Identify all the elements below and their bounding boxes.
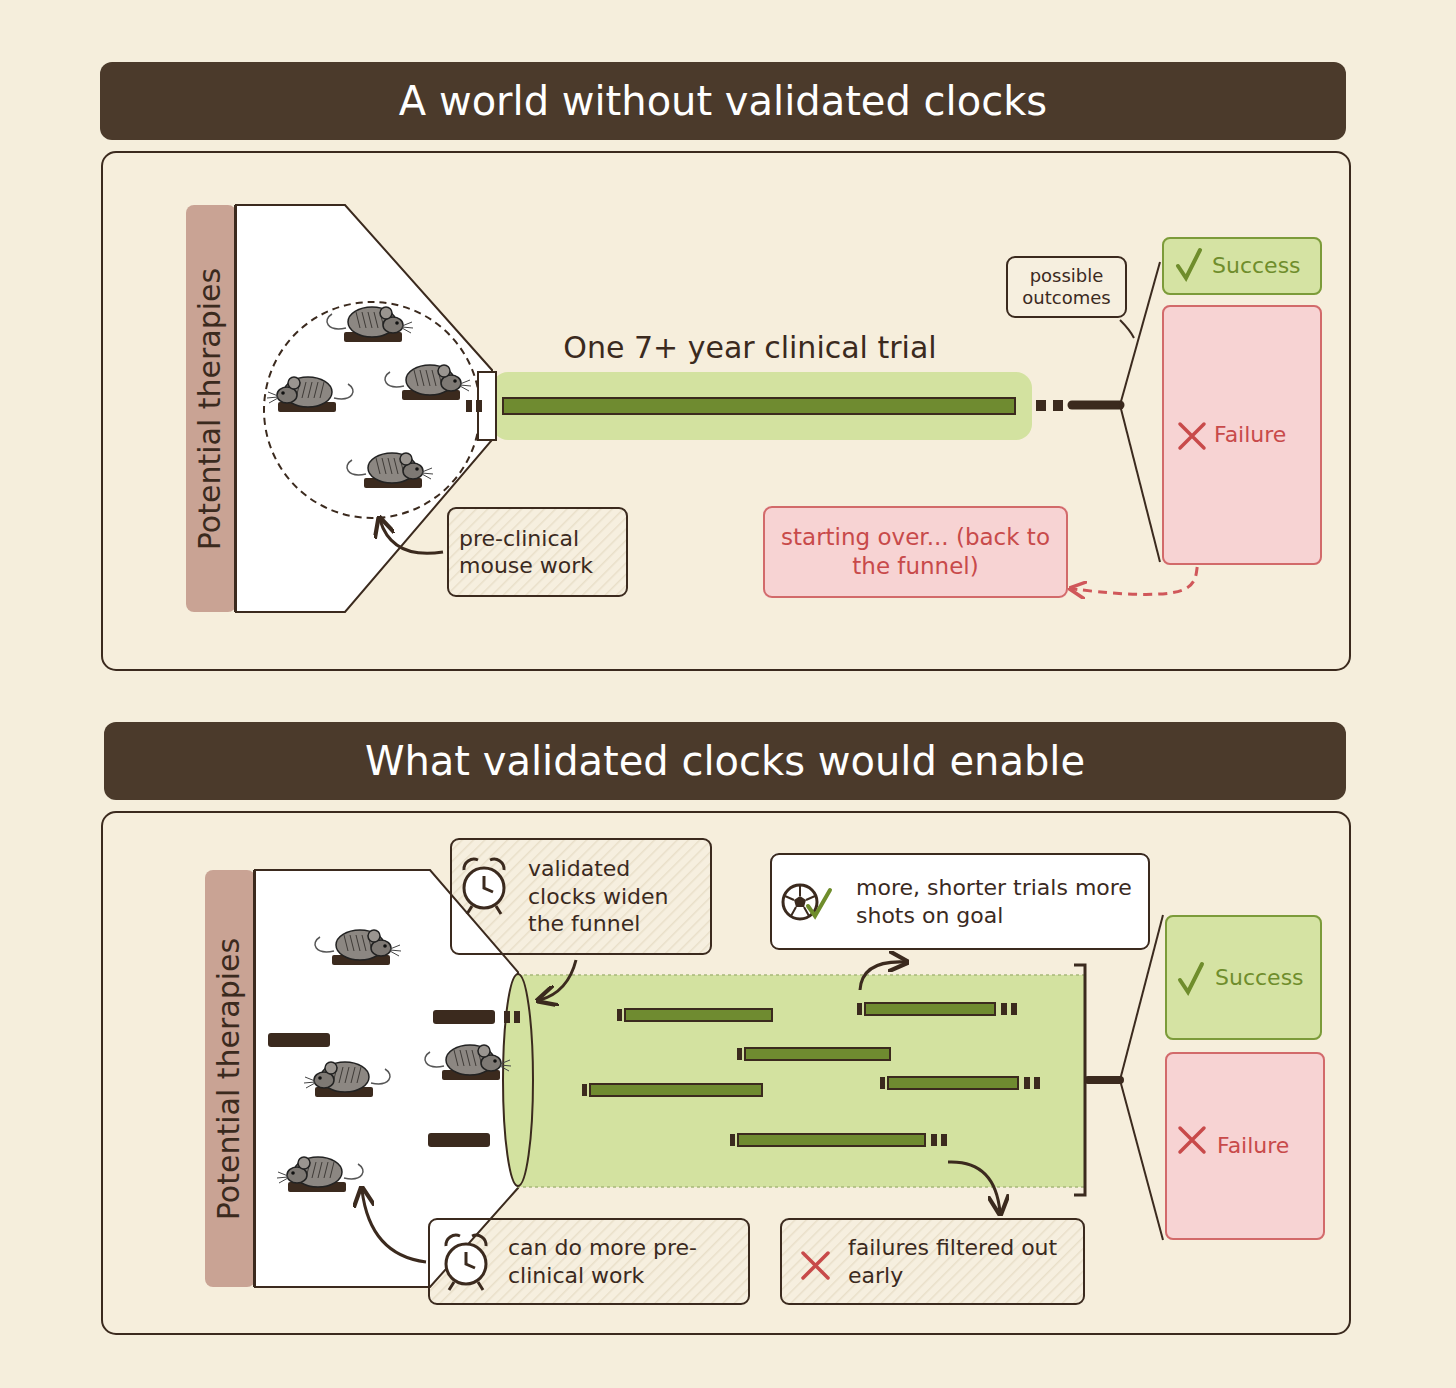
box-fill — [1162, 305, 1322, 565]
box-fill — [1006, 256, 1127, 318]
node-text: A world without validated clocks — [399, 76, 1047, 126]
node-text: Failure — [1214, 421, 1320, 449]
title-band: A world without validated clocks — [100, 62, 1346, 140]
box-fill — [770, 853, 1150, 950]
category-band: Potential therapies — [186, 205, 236, 612]
dash — [1053, 400, 1063, 411]
clock-icon — [446, 1235, 486, 1290]
bracket — [1074, 965, 1085, 1195]
trial-bar — [503, 398, 1015, 414]
node-text: What validated clocks would enable — [365, 736, 1085, 786]
leader-line — [1120, 320, 1134, 338]
node-text: One 7+ year clinical trial — [530, 329, 970, 367]
leader-arrow — [948, 1162, 1000, 1212]
panel — [102, 152, 1350, 670]
outcome-box: Success — [1165, 915, 1322, 1040]
panel — [102, 812, 1350, 1334]
category-band: Potential therapies — [205, 870, 255, 1287]
node-text: possible outcomes — [1014, 265, 1119, 310]
check-icon — [1178, 250, 1202, 992]
connector-stub — [1088, 1076, 1120, 1084]
outcome-box: Success — [1162, 237, 1322, 295]
outcome-box: Failure — [1165, 1052, 1325, 1240]
node-text: Success — [1215, 964, 1320, 992]
dash — [433, 1010, 495, 1024]
node-text: validated clocks widen the funnel — [528, 855, 700, 938]
callout-box: possible outcomes — [1006, 256, 1127, 318]
leader-arrow — [860, 962, 905, 990]
box-fill — [100, 62, 1346, 140]
callout-box: failures filtered out early — [780, 1218, 1085, 1305]
leader-arrow — [362, 1190, 426, 1262]
dash — [466, 400, 472, 412]
cross-icon — [1180, 424, 1204, 1152]
node-text: pre-clinical mouse work — [459, 525, 616, 580]
dashed-arrow — [1072, 567, 1197, 594]
dash — [504, 1011, 510, 1023]
ball-icon — [783, 885, 830, 919]
title-band: What validated clocks would enable — [104, 722, 1346, 800]
box-fills — [100, 62, 1346, 1305]
short-trials — [582, 1003, 1040, 1146]
callout-box: validated clocks widen the funnel — [450, 838, 712, 955]
restart-box: starting over... (back to the funnel) — [763, 506, 1068, 598]
callout-box: pre-clinical mouse work — [447, 507, 628, 597]
trial-tube — [518, 975, 1085, 1187]
cross-icon — [803, 1253, 828, 1278]
outcome-box: Failure — [1162, 305, 1322, 565]
funnel-mouth — [503, 974, 533, 1186]
leader-arrow — [540, 960, 576, 1000]
callout-box: can do more pre-clinical work — [428, 1218, 750, 1305]
dash — [514, 1011, 520, 1023]
box-fill — [447, 507, 628, 597]
node-text: Failure — [1217, 1132, 1323, 1160]
dash — [476, 400, 482, 412]
box-fill — [1162, 237, 1322, 295]
node-text: Potential therapies — [210, 937, 248, 1219]
node-text: starting over... (back to the funnel) — [775, 523, 1056, 581]
leader-arrow — [380, 520, 443, 553]
funnel — [255, 870, 518, 1287]
bracket-line — [1120, 915, 1163, 1080]
bracket-line — [1120, 405, 1160, 562]
dash — [268, 1033, 330, 1047]
funnel — [236, 205, 492, 612]
bracket-line — [1120, 1080, 1163, 1240]
callout-box: more, shorter trials more shots on goal — [770, 853, 1150, 950]
node-text: Success — [1212, 252, 1320, 280]
connector-stub — [1072, 401, 1120, 410]
node-text: failures filtered out early — [848, 1234, 1073, 1289]
trial-tube — [492, 372, 1032, 440]
mouse-group-circle — [264, 302, 480, 518]
trial-label: One 7+ year clinical trial — [530, 328, 970, 368]
box-fill — [1165, 915, 1322, 1040]
box-fill — [763, 506, 1068, 598]
box-fill — [104, 722, 1346, 800]
box-fill — [186, 205, 236, 612]
node-text: Potential therapies — [191, 267, 229, 549]
node-text: can do more pre-clinical work — [508, 1234, 738, 1289]
box-fill — [780, 1218, 1085, 1305]
dash — [1036, 400, 1046, 411]
dash — [428, 1133, 490, 1147]
box-fill — [205, 870, 255, 1287]
clock-icon — [464, 859, 504, 914]
node-text: more, shorter trials more shots on goal — [856, 874, 1138, 929]
box-fill — [1165, 1052, 1325, 1240]
